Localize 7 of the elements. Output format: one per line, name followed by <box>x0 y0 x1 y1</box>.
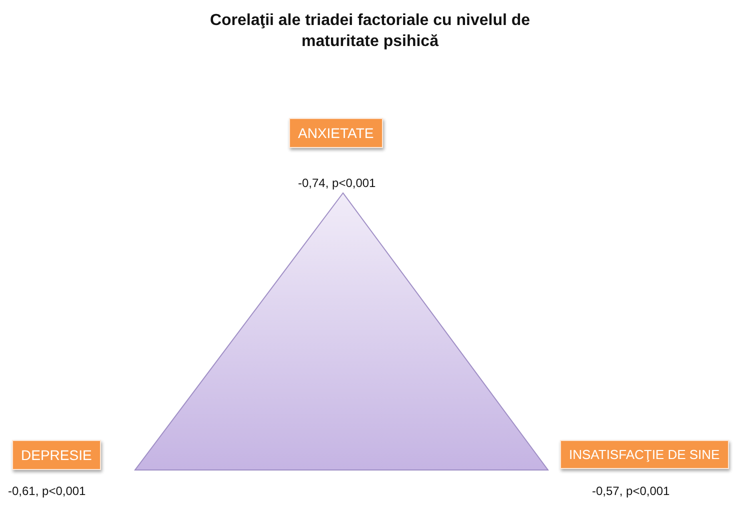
correlation-value: -0,61, p<0,001 <box>8 484 86 498</box>
correlation-value: -0,74, p<0,001 <box>298 176 376 190</box>
factor-label: INSATISFACŢIE DE SINE <box>560 440 729 469</box>
correlation-value: -0,57, p<0,001 <box>592 484 670 498</box>
factor-label: ANXIETATE <box>289 118 383 148</box>
factor-label: DEPRESIE <box>12 440 101 470</box>
diagram-title: Corelaţii ale triadei factoriale cu nivelul de maturitate psihică <box>208 11 532 52</box>
